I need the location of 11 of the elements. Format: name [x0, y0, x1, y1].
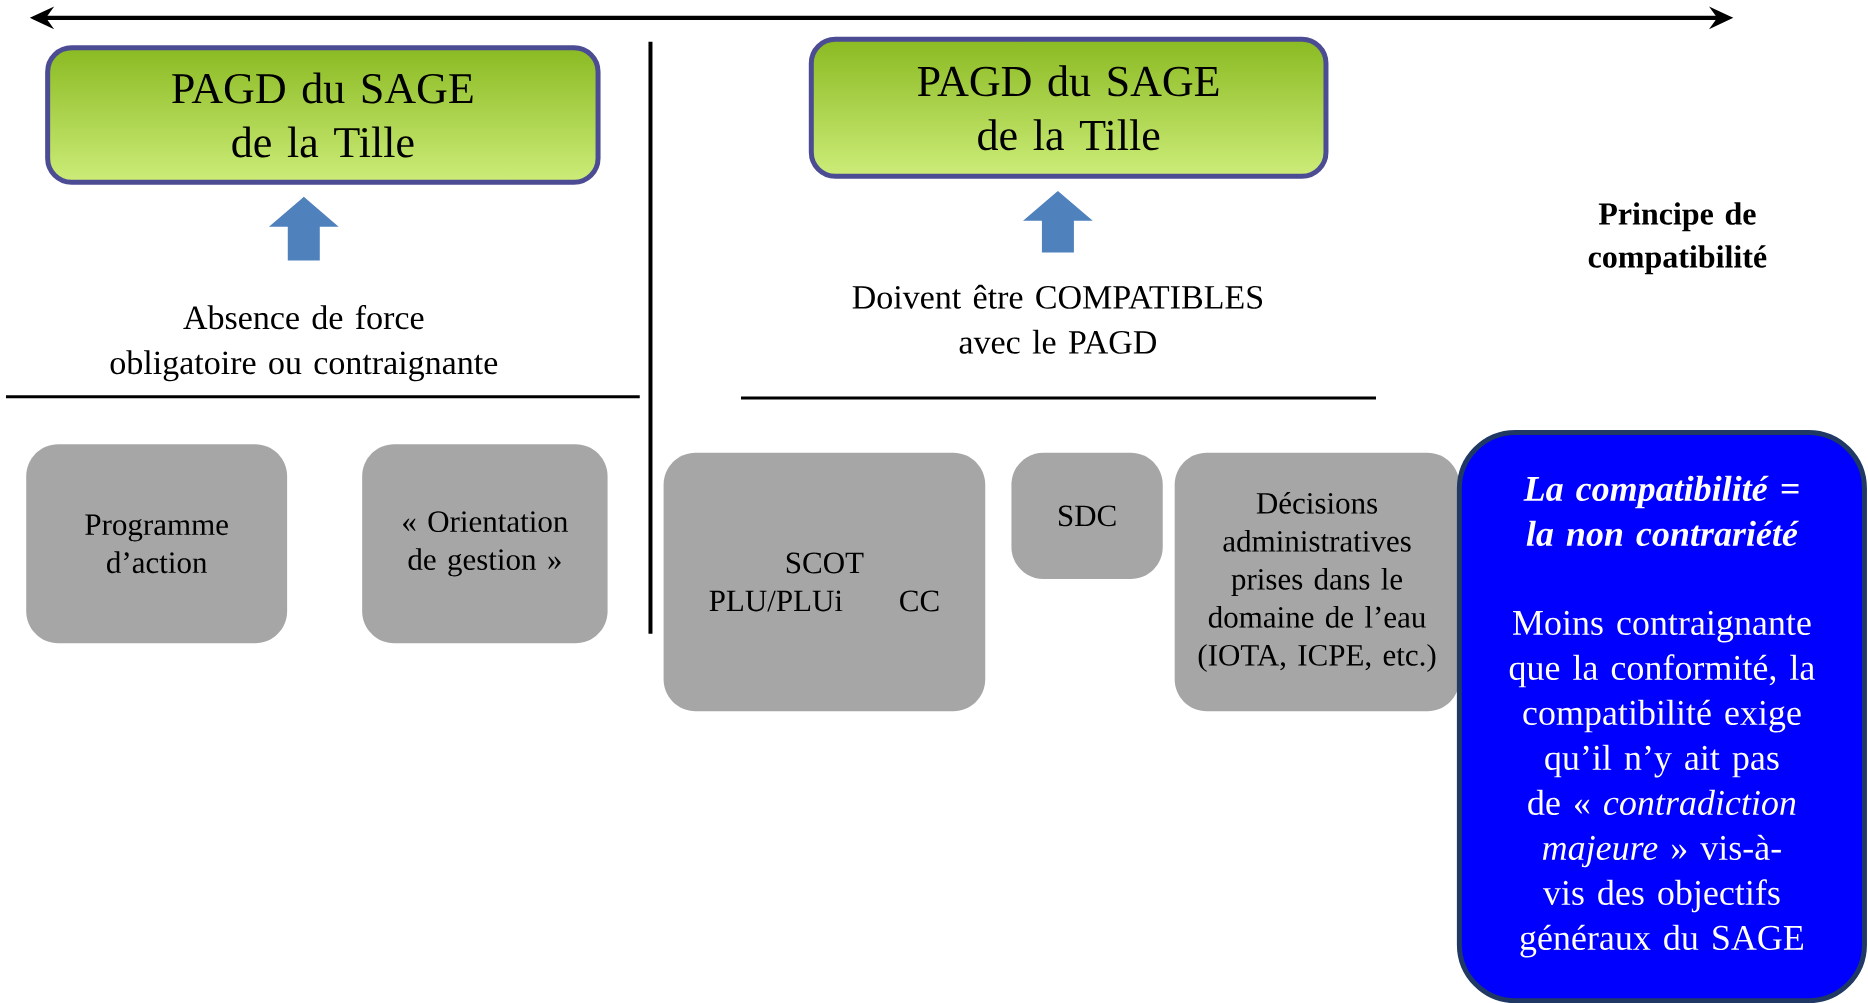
process-box: « Orientation de gestion »	[362, 444, 608, 644]
definition-box: La compatibilité = la non contrariété Moins contraignante que la conformité, la compatibilité exige qu’il n’y ait pas de « contradiction majeure » vis-à-vis des objectifs généraux du SAGE	[1456, 429, 1867, 1003]
process-box: SDC	[1011, 452, 1163, 579]
heading-text: Principe de compatibilité	[1588, 202, 1767, 275]
note-text: Absence de force obligatoire ou contraignante	[110, 304, 498, 382]
process-box: Programme d’action	[26, 444, 288, 644]
note-text: Doivent être COMPATIBLES avec le PAGD	[852, 284, 1263, 354]
title-box: PAGD du SAGE de la Tille	[808, 36, 1329, 179]
process-box: Décisions administratives prises dans le domaine de l’eau (IOTA, ICPE, etc.)	[1174, 452, 1460, 712]
title-box: PAGD du SAGE de la Tille	[45, 45, 601, 185]
process-box: SCOT PLU/PLUi CC	[663, 452, 986, 712]
